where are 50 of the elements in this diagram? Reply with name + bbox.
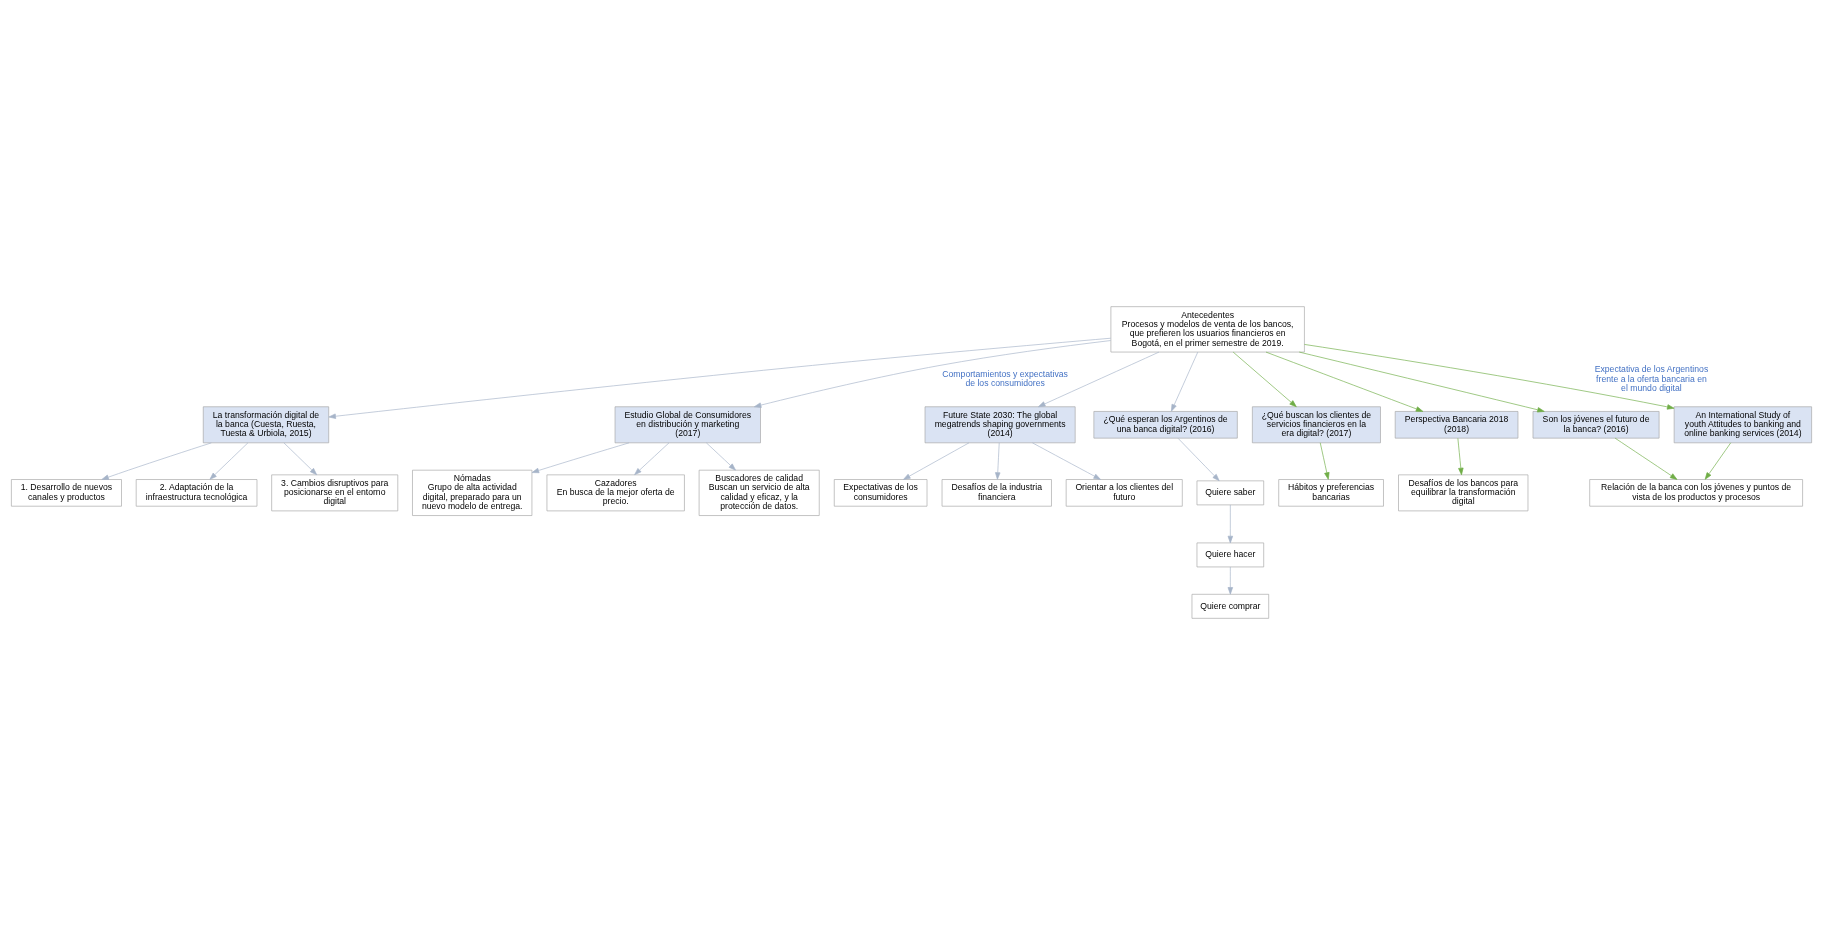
edge-label: Expectativa de los Argentinos frente a la oferta bancaria en el mundo digital [1594,364,1709,394]
node-box: Expectativas de los consumidores [833,479,928,507]
arrow [101,442,212,480]
node-box: Desafíos de la industria financiera [941,479,1052,507]
node-box: Perspectiva Bancaria 2018 (2018) [1394,411,1519,439]
arrow [1227,504,1233,544]
edge-label: Comportamientos y expectativas de los consumidores [942,369,1068,389]
arrow [283,442,318,476]
node-box: Orientar a los clientes del futuro [1065,479,1183,507]
arrow [1227,566,1233,595]
arrow [1265,351,1424,412]
arrow [1177,438,1220,482]
arrow [1614,437,1678,480]
node-box: Buscadores de calidad Buscan un servicio de alta calidad y eficaz, y la protección de datos. [698,469,820,516]
arrow [1298,351,1545,413]
arrow [1457,438,1464,476]
arrow [706,442,736,471]
arrow [1171,351,1199,412]
node-box: 3. Cambios disruptivos para posicionarse en el entorno digital [271,474,399,512]
node-box: 2. Adaptación de la infraestructura tecnológica [135,479,258,507]
arrow [1038,351,1160,408]
node-box: Son los jóvenes el futuro de la banca? (2016) [1532,411,1660,439]
node-box: Quiere comprar [1191,593,1270,619]
arrow [754,340,1111,408]
node-box: ¿Qué buscan los clientes de servicios financieros en la era digital? (2017) [1252,406,1381,444]
arrow [531,442,630,474]
node-box: Cazadores En busca de la mejor oferta de precio. [546,474,685,512]
node-box: 1. Desarrollo de nuevos canales y productos [11,479,122,507]
node-box: Nómadas Grupo de alta actividad digital, preparado para un nuevo modelo de entrega. [412,469,533,516]
arrow [1319,442,1330,480]
node-box: ¿Qué esperan los Argentinos de una banca digital? (2016) [1093,411,1238,439]
node-box: Estudio Global de Consumidores en distribución y marketing (2017) [614,406,761,444]
node-box: Antecedentes Procesos y modelos de venta de los bancos, que prefieren los usuarios financieros en Bogotá, en el primer semestre de 2019. [1110,306,1305,353]
arrow [1704,442,1732,480]
node-box: Future State 2030: The global megatrends shaping governments (2014) [924,406,1076,444]
arrow [634,442,670,476]
node-box: Desafíos de los bancos para equilibrar la transformación digital [1398,474,1529,512]
arrow [328,337,1112,419]
node-box: Hábitos y preferencias bancarias [1278,479,1384,507]
arrow [1232,351,1297,408]
arrow [209,442,249,480]
node-box: An International Study of youth Attitudes to banking and online banking services (2014) [1673,406,1812,444]
node-box: Quiere hacer [1196,542,1265,568]
node-box: La transformación digital de la banca (Cuesta, Ruesta, Tuesta & Urbiola, 2015) [202,406,330,444]
arrow [995,442,1001,480]
arrow [903,442,970,480]
node-box: Relación de la banca con los jóvenes y puntos de vista de los productos y procesos [1589,479,1803,507]
arrow [1032,442,1101,480]
node-box: Quiere saber [1196,480,1265,506]
arrow [1304,344,1675,410]
